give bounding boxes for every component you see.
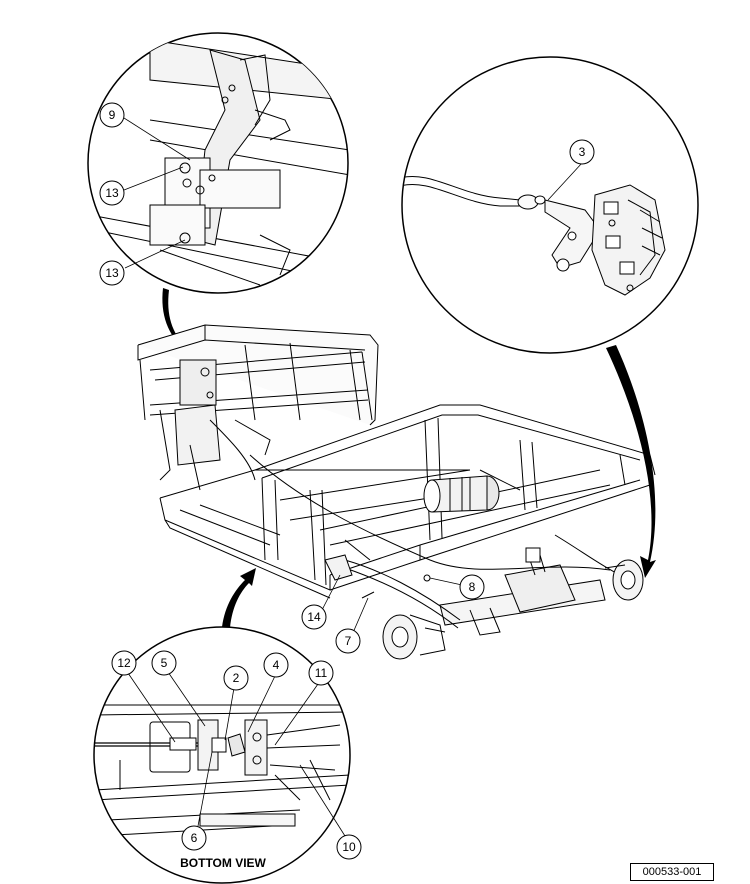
svg-text:13: 13 — [105, 186, 119, 200]
pointer-arrow-bottom-view — [222, 568, 256, 628]
svg-text:12: 12 — [117, 656, 131, 670]
svg-text:13: 13 — [105, 266, 119, 280]
callout-10: 10 — [336, 834, 362, 860]
callout-3: 3 — [569, 139, 595, 165]
svg-text:10: 10 — [342, 840, 356, 854]
callout-8: 8 — [459, 574, 485, 600]
bottom-view-label: BOTTOM VIEW — [180, 856, 266, 870]
svg-text:7: 7 — [345, 634, 352, 648]
svg-text:3: 3 — [579, 145, 586, 159]
svg-text:8: 8 — [469, 580, 476, 594]
svg-text:11: 11 — [315, 666, 328, 680]
callout-14: 14 — [301, 604, 327, 630]
callout-4: 4 — [263, 652, 289, 678]
callout-6: 6 — [181, 825, 207, 851]
callout-9: 9 — [99, 102, 125, 128]
detail-view-pedal-assembly: 9 13 13 — [87, 32, 349, 294]
pointer-arrow-caliper — [606, 345, 656, 578]
detail-view-brake-caliper: 3 — [401, 56, 699, 354]
callout-11: 11 — [308, 660, 334, 686]
callout-5: 5 — [151, 650, 177, 676]
callout-13-lower: 13 — [99, 260, 125, 286]
callout-7: 7 — [335, 628, 361, 654]
svg-text:4: 4 — [273, 658, 280, 672]
callout-13-upper: 13 — [99, 180, 125, 206]
vehicle-frame — [137, 324, 656, 660]
svg-text:5: 5 — [161, 656, 168, 670]
svg-text:9: 9 — [109, 108, 116, 122]
reference-number: 000533-001 — [630, 863, 714, 881]
svg-text:14: 14 — [307, 610, 321, 624]
detail-view-bottom: 12 5 2 4 11 6 10 — [93, 626, 362, 884]
svg-text:6: 6 — [191, 831, 198, 845]
callout-2: 2 — [223, 665, 249, 691]
callout-12: 12 — [111, 650, 137, 676]
svg-text:2: 2 — [233, 671, 240, 685]
